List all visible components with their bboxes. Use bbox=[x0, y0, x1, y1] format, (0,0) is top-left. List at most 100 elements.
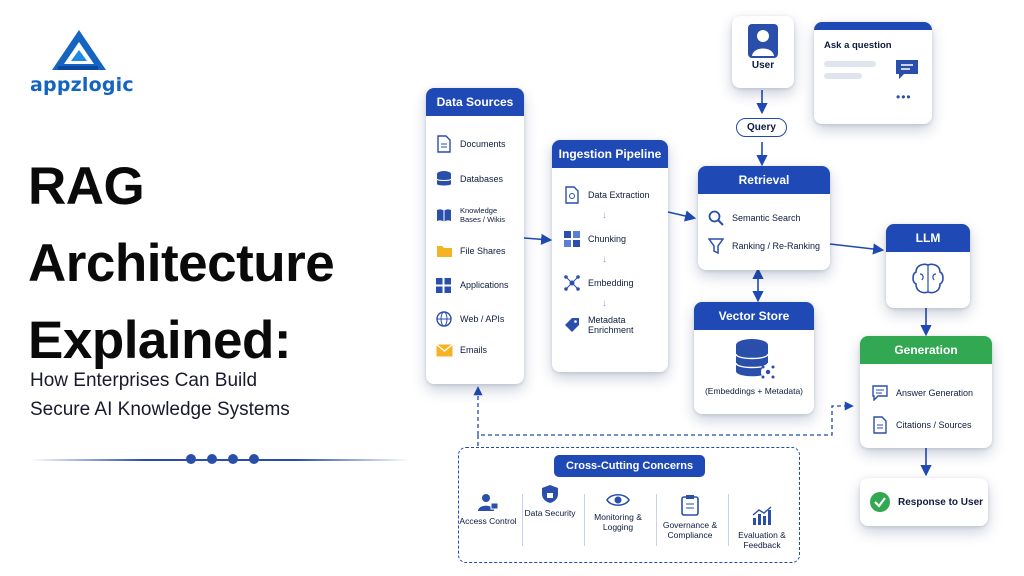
network-nodes-icon bbox=[564, 275, 580, 291]
retrieval-item-semantic: Semantic Search bbox=[708, 204, 822, 232]
retrieval-item-label: Ranking / Re-Ranking bbox=[732, 241, 821, 251]
vector-store-caption: (Embeddings + Metadata) bbox=[704, 386, 804, 396]
brand-logo: appzlogic bbox=[30, 28, 140, 96]
generation-item-citations: Citations / Sources bbox=[872, 410, 984, 440]
logo-mark-icon bbox=[52, 30, 106, 70]
filter-icon bbox=[708, 238, 724, 254]
generation-card: Generation Answer Generation Citations /… bbox=[860, 336, 992, 448]
cc-label: Governance & Compliance bbox=[662, 520, 718, 540]
ingestion-pipeline-card: Ingestion Pipeline Data Extraction ↓ Chu… bbox=[552, 140, 668, 372]
cc-label: Monitoring & Logging bbox=[594, 512, 642, 532]
source-label: Web / APIs bbox=[460, 313, 505, 324]
subtitle-line-1: How Enterprises Can Build bbox=[30, 370, 258, 391]
retrieval-card: Retrieval Semantic Search Ranking / Re-R… bbox=[698, 166, 830, 270]
brand-name: appzlogic bbox=[30, 74, 134, 96]
source-item-web-apis: Web / APIs bbox=[436, 302, 516, 335]
title-line-1: RAG bbox=[28, 157, 145, 216]
title-line-2: Architecture bbox=[28, 234, 335, 293]
apps-grid-icon bbox=[436, 277, 451, 293]
title-line-3: Explained: bbox=[28, 311, 292, 370]
source-item-knowledge-bases: Knowledge Bases / Wikis bbox=[436, 196, 516, 234]
step-arrow-icon: ↓ bbox=[602, 210, 607, 221]
page-title: RAG Architecture Explained: bbox=[28, 148, 335, 379]
check-circle-icon bbox=[870, 492, 890, 512]
vector-store-title: Vector Store bbox=[694, 302, 814, 330]
shield-icon bbox=[542, 485, 558, 503]
cc-label: Data Security bbox=[524, 508, 576, 518]
user-label: User bbox=[751, 60, 775, 71]
tag-icon bbox=[565, 318, 579, 332]
page-subtitle: How Enterprises Can Build Secure AI Know… bbox=[30, 366, 290, 424]
ask-question-card: Ask a question ••• bbox=[814, 22, 932, 124]
generation-item-answer: Answer Generation bbox=[872, 376, 984, 410]
source-label: Databases bbox=[460, 173, 504, 184]
citation-document-icon bbox=[873, 416, 887, 434]
ingestion-step-extraction: Data Extraction bbox=[564, 180, 660, 210]
user-lock-icon bbox=[478, 494, 499, 511]
source-item-documents: Documents bbox=[436, 126, 516, 161]
cc-monitoring-logging: Monitoring & Logging bbox=[588, 492, 648, 532]
source-item-file-shares: File Shares bbox=[436, 234, 516, 268]
generation-item-label: Citations / Sources bbox=[896, 420, 972, 430]
subtitle-line-2: Secure AI Knowledge Systems bbox=[30, 399, 290, 420]
source-label: File Shares bbox=[460, 246, 506, 256]
chunks-icon bbox=[564, 231, 580, 247]
source-label: Applications bbox=[460, 280, 509, 290]
title-divider bbox=[30, 459, 410, 461]
retrieval-item-label: Semantic Search bbox=[732, 213, 801, 223]
book-icon bbox=[437, 209, 451, 222]
typing-dots-icon: ••• bbox=[896, 90, 912, 104]
cc-governance-compliance: Governance & Compliance bbox=[660, 494, 720, 540]
chat-bubble-icon bbox=[896, 60, 918, 79]
cross-cutting-box bbox=[458, 447, 800, 563]
data-sources-card: Data Sources Documents Databases Knowled… bbox=[426, 88, 524, 384]
bar-chart-icon bbox=[752, 506, 772, 525]
retrieval-item-ranking: Ranking / Re-Ranking bbox=[708, 232, 822, 260]
ask-question-label: Ask a question bbox=[824, 40, 892, 51]
source-label: Documents bbox=[460, 138, 506, 149]
search-icon bbox=[708, 210, 724, 226]
vector-database-icon bbox=[735, 339, 775, 379]
generation-title: Generation bbox=[860, 336, 992, 364]
database-icon bbox=[436, 170, 452, 185]
ingestion-step-label: Metadata Enrichment bbox=[588, 315, 634, 335]
user-avatar-icon bbox=[748, 24, 778, 58]
ingestion-step-metadata: Metadata Enrichment bbox=[564, 308, 660, 342]
globe-icon bbox=[436, 310, 452, 327]
ingestion-step-embedding: Embedding bbox=[564, 268, 660, 298]
response-label: Response to User bbox=[898, 496, 984, 508]
source-label: Knowledge Bases / Wikis bbox=[460, 206, 506, 224]
retrieval-title: Retrieval bbox=[698, 166, 830, 194]
folder-icon bbox=[437, 246, 452, 257]
cc-data-security: Data Security bbox=[520, 484, 580, 518]
vector-store-card: Vector Store (Embeddings + Metadata) bbox=[694, 302, 814, 414]
llm-card: LLM bbox=[886, 224, 970, 308]
source-item-applications: Applications bbox=[436, 268, 516, 302]
ingestion-step-chunking: Chunking bbox=[564, 224, 660, 254]
source-label: Emails bbox=[460, 345, 488, 355]
query-pill: Query bbox=[736, 118, 787, 137]
cc-access-control: Access Control bbox=[458, 492, 518, 526]
eye-icon bbox=[606, 493, 630, 507]
source-item-emails: Emails bbox=[436, 335, 516, 365]
answer-chat-icon bbox=[872, 385, 888, 401]
response-card: Response to User bbox=[860, 478, 988, 526]
cross-cutting-title: Cross-Cutting Concerns bbox=[554, 455, 706, 477]
ingestion-step-label: Embedding bbox=[588, 278, 634, 288]
source-item-databases: Databases bbox=[436, 161, 516, 196]
llm-title: LLM bbox=[886, 224, 970, 252]
cc-evaluation-feedback: Evaluation & Feedback bbox=[732, 506, 792, 550]
generation-item-label: Answer Generation bbox=[896, 388, 974, 398]
step-arrow-icon: ↓ bbox=[602, 298, 607, 309]
cc-label: Evaluation & Feedback bbox=[738, 530, 786, 550]
user-card: User bbox=[732, 16, 794, 88]
document-search-icon bbox=[565, 186, 579, 204]
ingestion-step-label: Data Extraction bbox=[588, 190, 650, 200]
clipboard-icon bbox=[681, 495, 699, 516]
ingestion-step-label: Chunking bbox=[588, 234, 627, 244]
cc-label: Access Control bbox=[459, 516, 517, 526]
divider-dots bbox=[186, 454, 259, 464]
ingestion-title: Ingestion Pipeline bbox=[552, 140, 668, 168]
document-icon bbox=[437, 134, 451, 153]
step-arrow-icon: ↓ bbox=[602, 254, 607, 265]
